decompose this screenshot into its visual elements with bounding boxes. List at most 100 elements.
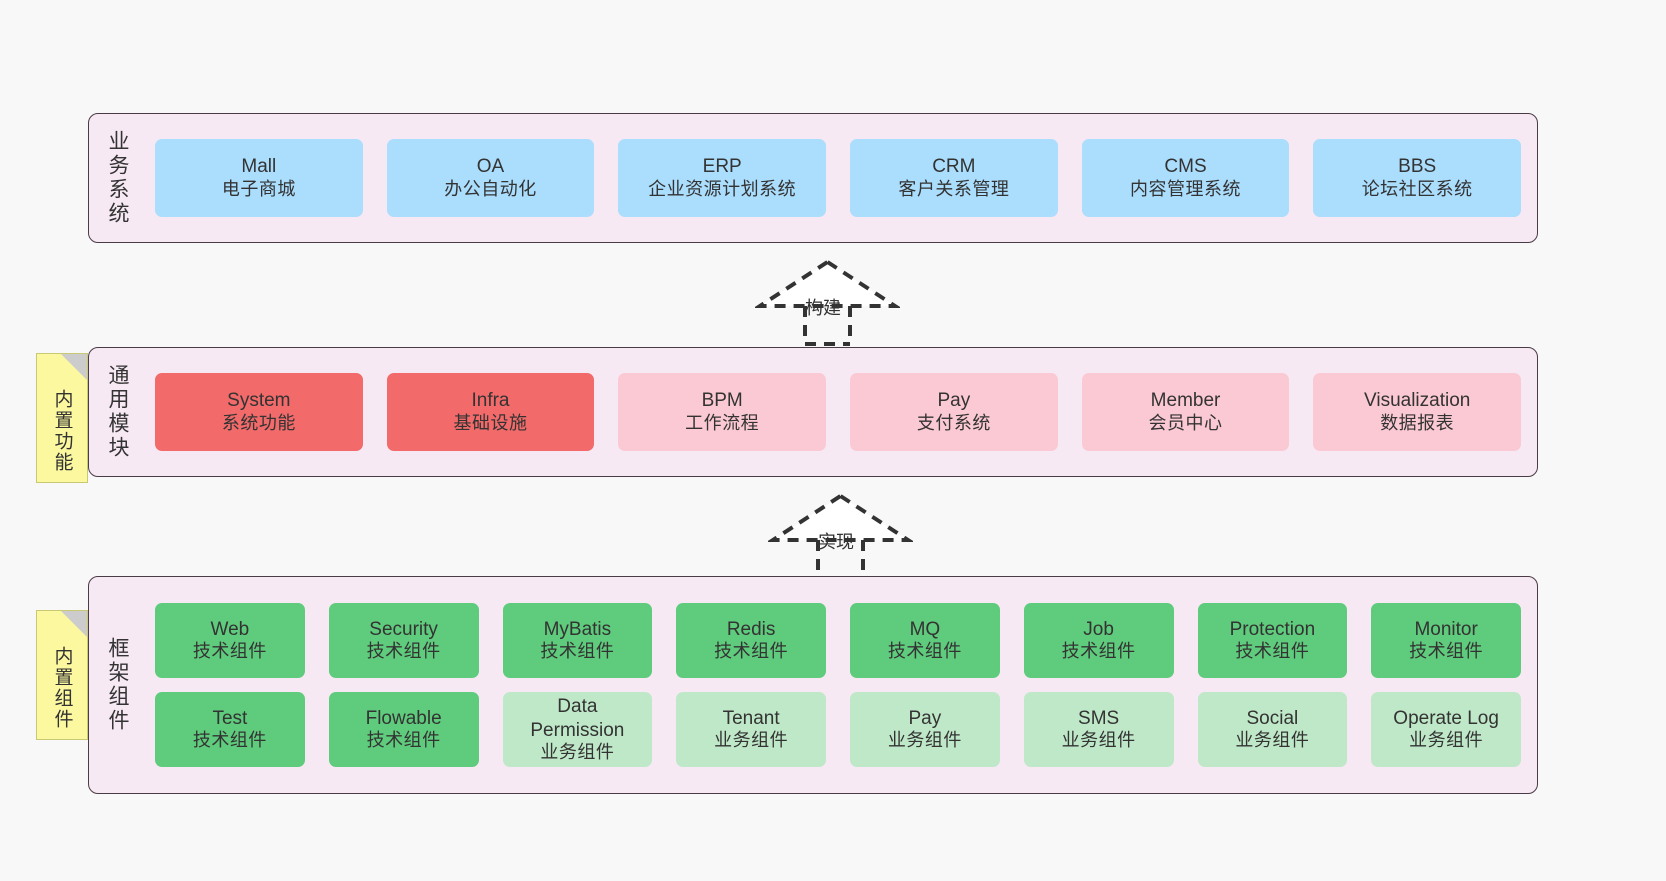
note-builtin-features-label: 内置功能	[51, 389, 73, 473]
note-builtin-components-label: 内置组件	[51, 646, 73, 730]
node-title-en: Pay	[908, 707, 942, 729]
node-title-cn: 基础设施	[453, 412, 528, 433]
node-title-en: Protection	[1229, 618, 1316, 640]
layer-business-title: 业务系统	[106, 130, 129, 226]
node-title-en: Tenant	[722, 707, 780, 729]
node-title-en: Monitor	[1414, 618, 1478, 640]
node-title-cn: 技术组件	[714, 641, 789, 662]
node-title-cn: 办公自动化	[444, 178, 537, 199]
node-title-en: Operate Log	[1393, 707, 1499, 729]
node-title-cn: 支付系统	[916, 412, 991, 433]
node-title-en: Social	[1246, 707, 1299, 729]
node-title-en: Data Permission	[530, 696, 625, 741]
node-title-cn: 客户关系管理	[898, 178, 1010, 199]
node-title-cn: 技术组件	[366, 641, 441, 662]
node-title-cn: 技术组件	[540, 641, 615, 662]
connector-build: 构建	[755, 258, 900, 346]
node-title-en: OA	[476, 156, 505, 178]
node-title-cn: 业务组件	[540, 741, 615, 762]
layer-modules-title: 通用模块	[106, 364, 129, 460]
node-title-cn: 业务组件	[887, 730, 962, 751]
node-title-cn: 技术组件	[1061, 641, 1136, 662]
note-fold-corner-icon	[61, 354, 87, 380]
node-title-en: Infra	[471, 390, 510, 412]
node-title-en: CMS	[1164, 156, 1207, 178]
connector-build-arrow	[755, 259, 900, 346]
node-title-en: Visualization	[1364, 390, 1471, 412]
node-title-cn: 数据报表	[1380, 412, 1455, 433]
node-title-cn: 企业资源计划系统	[648, 178, 797, 199]
node-title-cn: 技术组件	[366, 730, 441, 751]
connector-build-label: 构建	[805, 298, 841, 318]
node-title-en: MQ	[909, 618, 941, 640]
node-title-en: SMS	[1078, 707, 1120, 729]
node-title-cn: 业务组件	[1061, 730, 1136, 751]
node-title-cn: 技术组件	[192, 730, 267, 751]
note-fold-corner-icon	[61, 611, 87, 637]
node-title-cn: 内容管理系统	[1130, 178, 1242, 199]
node-title-cn: 业务组件	[714, 730, 789, 751]
connector-implement-label: 实现	[818, 532, 854, 552]
node-title-en: Pay	[937, 390, 971, 412]
node-title-en: Web	[210, 618, 250, 640]
node-title-cn: 技术组件	[1235, 641, 1310, 662]
node-title-cn: 系统功能	[221, 412, 296, 433]
node-title-en: Job	[1083, 618, 1114, 640]
connector-implement-arrow	[768, 493, 913, 580]
node-title-cn: 技术组件	[1409, 641, 1484, 662]
node-title-cn: 工作流程	[685, 412, 760, 433]
node-title-en: CRM	[932, 156, 976, 178]
node-title-en: System	[227, 390, 291, 412]
node-title-en: Security	[369, 618, 438, 640]
node-title-cn: 业务组件	[1235, 730, 1310, 751]
note-builtin-components: 内置组件	[36, 610, 88, 740]
node-title-en: Test	[212, 707, 248, 729]
node-title-en: Member	[1150, 390, 1221, 412]
note-builtin-features: 内置功能	[36, 353, 88, 483]
layer-framework-title: 框架组件	[106, 637, 129, 733]
node-title-en: Flowable	[365, 707, 442, 729]
node-title-en: Mall	[241, 156, 277, 178]
node-title-en: BBS	[1398, 156, 1437, 178]
node-title-cn: 会员中心	[1148, 412, 1223, 433]
node-title-cn: 电子商城	[221, 178, 296, 199]
